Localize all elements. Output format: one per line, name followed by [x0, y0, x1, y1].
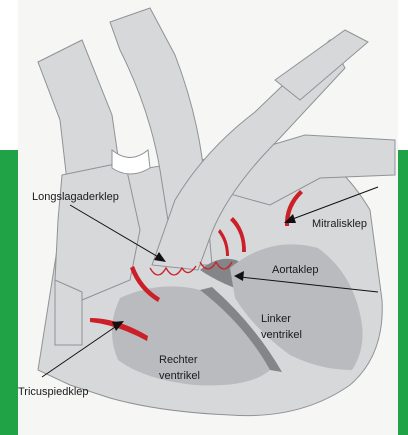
label-aortic-valve: Aortaklep	[272, 264, 318, 277]
green-frame-left	[0, 150, 20, 435]
label-mitral-valve: Mitralisklep	[312, 218, 367, 231]
label-right-ventricle-line-2: ventrikel	[159, 370, 200, 383]
label-right-ventricle-line-1: Rechter	[159, 354, 198, 367]
label-left-ventricle-line-2: ventrikel	[261, 329, 302, 342]
inferior-vena-cava	[55, 280, 82, 345]
right-atrium	[55, 162, 140, 300]
label-tricuspid-valve: Tricuspiedklep	[18, 386, 89, 399]
label-left-ventricle-line-1: Linker	[261, 313, 291, 326]
label-pulmonary-valve: Longslagaderklep	[32, 191, 119, 204]
